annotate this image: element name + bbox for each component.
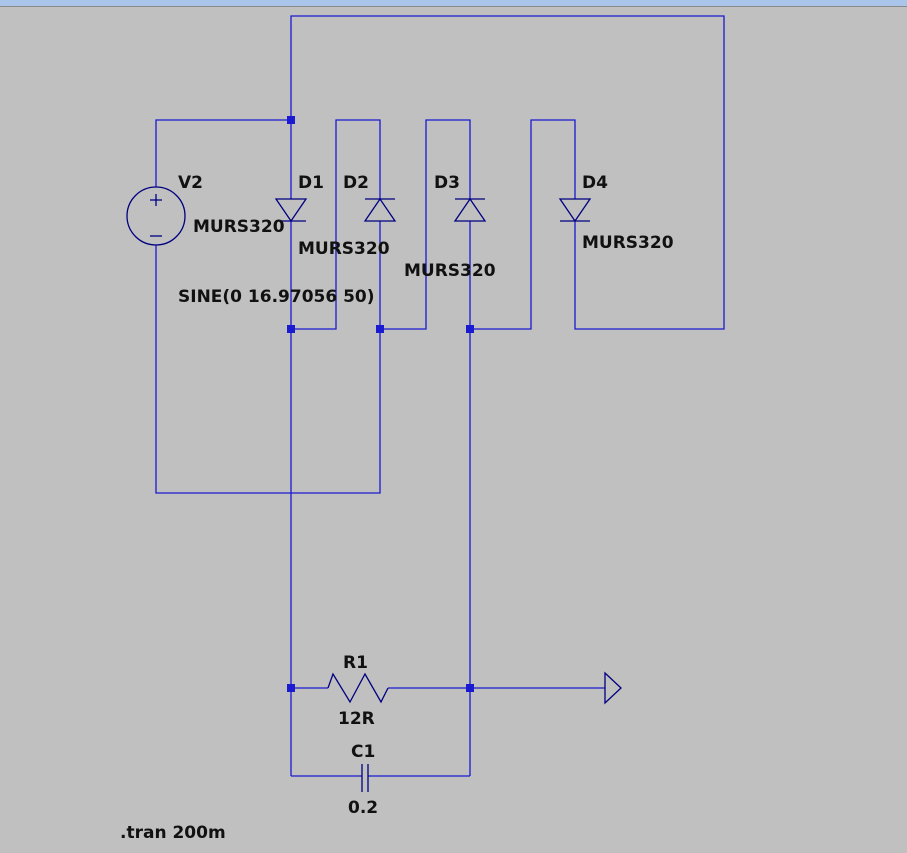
d3-model-label: MURS320: [404, 261, 496, 281]
v2-value-label: SINE(0 16.97056 50): [178, 287, 375, 307]
window-title-bar: [0, 0, 907, 7]
spice-directive[interactable]: .tran 200m: [120, 823, 226, 843]
d1-name-label: D1: [298, 173, 324, 193]
d4-model-label: MURS320: [582, 233, 674, 253]
resistor-r1[interactable]: R1 12R: [327, 653, 389, 729]
diode-d4[interactable]: D4 MURS320: [558, 173, 674, 253]
c1-name-label: C1: [351, 742, 375, 762]
r1-value-label: 12R: [338, 709, 375, 729]
v2-name-label: V2: [178, 173, 203, 193]
diode-d1[interactable]: D1 MURS320: [193, 173, 324, 237]
d3-name-label: D3: [434, 173, 460, 193]
d4-name-label: D4: [582, 173, 608, 193]
r1-name-label: R1: [343, 653, 368, 673]
output-port-flag[interactable]: [604, 671, 622, 705]
diode-d2[interactable]: D2 MURS320: [298, 173, 397, 259]
d2-model-label: MURS320: [298, 239, 390, 259]
d2-name-label: D2: [343, 173, 369, 193]
c1-value-label: 0.2: [348, 798, 378, 818]
wires: [155, 15, 725, 777]
voltage-source-v2[interactable]: V2 SINE(0 16.97056 50): [126, 173, 375, 307]
capacitor-c1[interactable]: C1 0.2: [348, 742, 378, 818]
d1-model-label: MURS320: [193, 217, 285, 237]
junction-dots: [287, 116, 474, 692]
diode-d3[interactable]: D3 MURS320: [404, 173, 496, 281]
